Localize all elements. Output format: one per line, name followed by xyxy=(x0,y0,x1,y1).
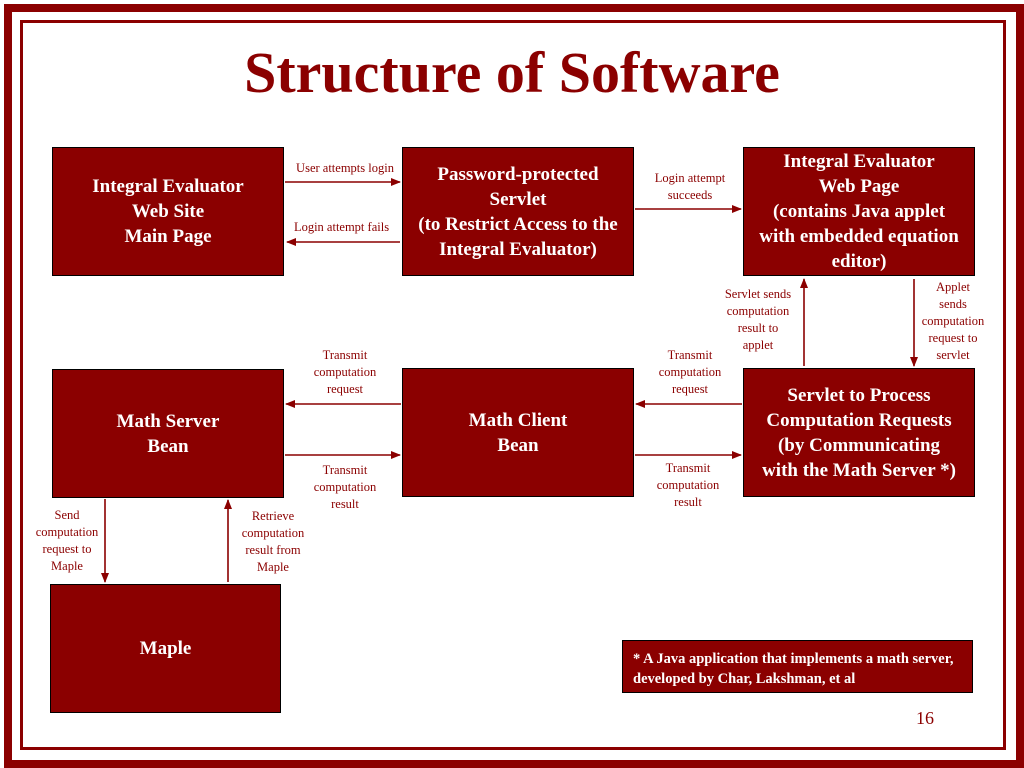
box-process-servlet-text: Servlet to Process Computation Requests … xyxy=(762,384,956,481)
box-math-client-bean-text: Math Client Bean xyxy=(468,409,568,456)
label-login-succeeds: Login attempt succeeds xyxy=(654,171,726,202)
label-send-to-maple: Send computation request to Maple xyxy=(35,508,99,573)
label-transmit-request-right: Transmit computation request xyxy=(658,348,722,396)
box-math-server-bean: Math Server Bean xyxy=(52,369,284,498)
box-main-page: Integral Evaluator Web Site Main Page xyxy=(52,147,284,276)
page-number: 16 xyxy=(916,708,934,728)
slide-title: Structure of Software xyxy=(244,40,780,105)
label-applet-sends-request: Applet sends computation request to serv… xyxy=(921,280,985,362)
label-servlet-sends-result: Servlet sends computation result to appl… xyxy=(724,287,792,352)
label-login-attempt: User attempts login xyxy=(296,161,394,175)
footnote-box: * A Java application that implements a m… xyxy=(622,640,973,693)
box-process-servlet: Servlet to Process Computation Requests … xyxy=(743,368,975,497)
box-maple-text: Maple xyxy=(139,638,192,659)
box-maple: Maple xyxy=(50,584,281,713)
box-web-page: Integral Evaluator Web Page (contains Ja… xyxy=(743,147,975,276)
box-math-client-bean: Math Client Bean xyxy=(402,368,634,497)
slide-outer-border xyxy=(4,4,1024,768)
box-password-servlet: Password-protected Servlet (to Restrict … xyxy=(402,147,634,276)
box-math-server-bean-text: Math Server Bean xyxy=(116,410,220,457)
label-retrieve-from-maple: Retrieve computation result from Maple xyxy=(241,509,305,574)
slide-inner-border xyxy=(20,20,1006,750)
box-web-page-text: Integral Evaluator Web Page (contains Ja… xyxy=(759,151,959,272)
label-login-fails: Login attempt fails xyxy=(293,220,390,234)
label-transmit-result-right: Transmit computation result xyxy=(656,461,720,509)
box-password-servlet-text: Password-protected Servlet (to Restrict … xyxy=(418,163,618,260)
label-transmit-result-left: Transmit computation result xyxy=(313,463,377,511)
box-main-page-text: Integral Evaluator Web Site Main Page xyxy=(92,176,244,247)
label-transmit-request-left: Transmit computation request xyxy=(313,348,377,396)
